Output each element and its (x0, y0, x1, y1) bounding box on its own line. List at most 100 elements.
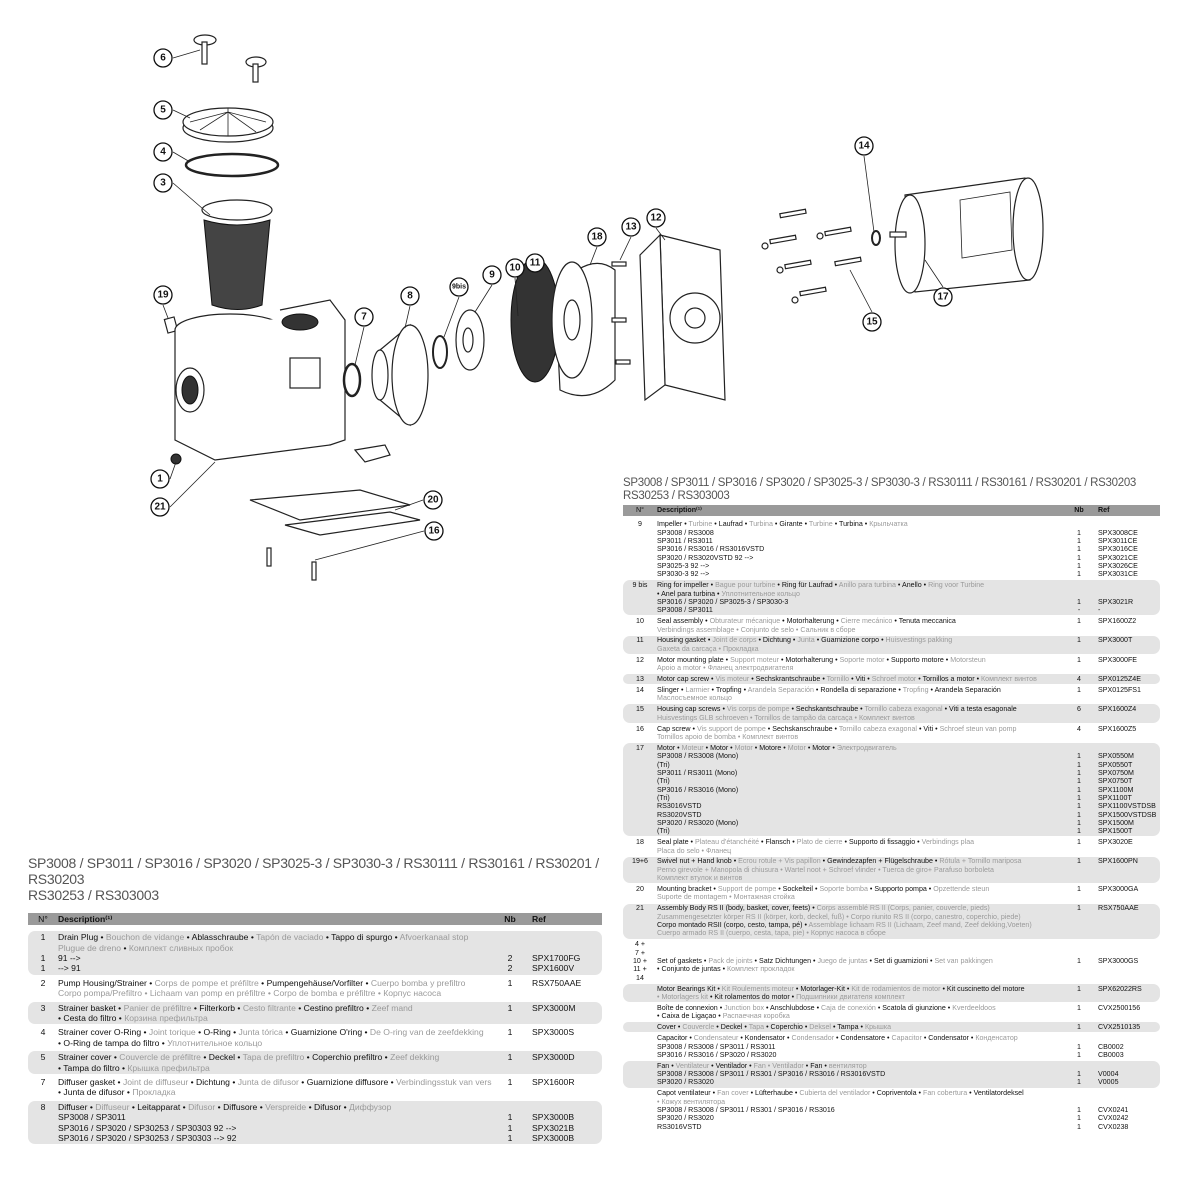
part-description: Motor mounting plate • Support moteur • … (657, 656, 1062, 664)
description-segment: Motor cap screw • (657, 675, 716, 684)
part-description: • Caixa de Ligaçao • Распаечная коробка (657, 1012, 1062, 1020)
description-segment: Cubierta del ventilador (799, 1089, 871, 1098)
strainer-basket-part (201, 199, 273, 310)
part-description: Huisvestings GLB schroeven • Tornillos d… (657, 714, 1062, 722)
part-number: 7 (40, 1076, 46, 1087)
part-description: SP3008 / RS3008 / SP3011 / RS301 / SP301… (657, 1070, 1062, 1078)
part-description: Cover • Couvercle • Deckel • Tapa • Cope… (657, 1023, 1062, 1031)
description-segment: • Anel para turbina • (657, 589, 722, 598)
quantity: 6 (1077, 705, 1081, 714)
reference-code: SPX62022RS (1098, 984, 1142, 993)
description-segment: Fan • Ventilador (753, 1061, 804, 1070)
description-segment: Huisvestings GLB schroeven • Tornillos d… (657, 713, 915, 722)
reference-code: SPX0125Z4E (1098, 675, 1141, 684)
reference-code: SPX3031CE (1098, 570, 1138, 579)
description-segment: Plateau d'étanchéité (694, 838, 760, 847)
impeller-ring-part (432, 335, 448, 369)
description-segment: Крышка префильтра (127, 1062, 210, 1073)
description-segment: --> 91 (58, 963, 81, 974)
hand-knob-part (193, 34, 267, 83)
svg-text:14: 14 (858, 141, 870, 152)
description-segment: Конденсатор (975, 1034, 1018, 1043)
description-segment: Cuerpo armado RS II (cuerpo, cesta, tapa… (657, 929, 886, 938)
description-segment: • Filterkorb • (191, 1002, 243, 1013)
quantity: 1 (1077, 1106, 1081, 1115)
table-header: N° Description⁽¹⁾ Nb Ref (623, 505, 1160, 517)
part-description: SP3016 / RS3016 / SP3020 / RS3020 (657, 1051, 1062, 1059)
part-description: Plugue de dreno • Комплект сливных пробо… (58, 943, 492, 953)
quantity: 1 (507, 1132, 513, 1143)
part-number: 18 (636, 838, 644, 847)
description-segment: (Tri) (657, 793, 670, 802)
table-row: Fan • Ventilateur • Ventilador • Fan • V… (623, 1061, 1160, 1088)
description-segment: Arandela Separación (747, 685, 814, 694)
part-number: 11 + (633, 965, 647, 974)
quantity: 1 (507, 1122, 513, 1133)
description-segment: Apoio a motor • Фланец электродвигателя (657, 664, 794, 673)
description-segment: Motor (787, 743, 806, 752)
exploded-parts-diagram: 6 5 4 3 19 1 21 7 8 9bis 9 10 11 18 13 1… (150, 34, 1044, 581)
description-segment: Strainer cover • (58, 1052, 120, 1063)
row-line: Capacitor • Condensateur • Kondensator •… (623, 1034, 1160, 1042)
reference-code: SPX3026CE (1098, 561, 1138, 570)
part-description: Маслосъемное кольцо (657, 694, 1062, 702)
description-segment: Placa do selo • Фланец (657, 846, 732, 855)
description-segment: Junction box (724, 1003, 765, 1012)
reference-code: SPX3011CE (1098, 536, 1138, 545)
description-segment: Boîte de connexion • (657, 1003, 725, 1012)
description-segment: Drain Plug • (58, 932, 106, 943)
description-segment: Gaxeta da carcaça • Прокладка (657, 644, 759, 653)
row-line: Маслосъемное кольцо (623, 694, 1160, 702)
quantity: 1 (1077, 818, 1081, 827)
description-segment: Комплект сливных пробок (128, 942, 234, 953)
row-line: Corpo montado RSII (corpo, cesto, tampa,… (623, 921, 1160, 929)
part-description: Swivel nut + Hand knob • Ecrou rotule + … (657, 857, 1062, 865)
description-segment: Ring voor Turbine (928, 581, 985, 590)
part-description: Strainer cover • Couvercle de préfiltre … (58, 1052, 492, 1062)
description-segment: • Motorlager-Kit • (793, 984, 852, 993)
reference-code: SPX3000T (1098, 636, 1133, 645)
description-segment: Fan cover (717, 1089, 749, 1098)
reference-code: SPX1500M (1098, 818, 1134, 827)
part-number: 10 + (632, 957, 647, 966)
description-segment: • Dichtung • (188, 1076, 238, 1087)
description-segment: • Ring für Laufrad • (775, 581, 839, 590)
description-segment: Zeef dekking (390, 1052, 440, 1063)
impeller-part (455, 309, 485, 371)
part-number: 19+6 (632, 857, 648, 866)
callout-4: 4 (153, 142, 173, 162)
description-segment: • Cestino prefiltro • (295, 1002, 372, 1013)
part-description: Corpo pompa/Prefiltro • Lichaam van pomp… (58, 988, 492, 998)
quantity: 1 (1077, 1114, 1081, 1123)
description-segment: • Caixa de Ligaçao • (657, 1012, 723, 1021)
reference-code: SPX3016CE (1098, 545, 1138, 554)
description-segment: Комплект винтов (981, 675, 1037, 684)
description-segment: Diffuser gasket • (58, 1076, 123, 1087)
description-segment: • O-Ring • (195, 1027, 239, 1038)
description-segment: • Tenuta meccanica (892, 617, 956, 626)
leader-lines (162, 49, 944, 561)
part-description: Set of gaskets • Pack de joints • Satz D… (657, 957, 1062, 965)
description-segment: • Pumpengehäuse/Vorfilter • (258, 977, 371, 988)
part-description: Motor cap screw • Vis moteur • Sechskran… (657, 675, 1062, 683)
description-segment: Joint de diffuseur (122, 1076, 189, 1087)
description-segment: • Diffusore • (215, 1101, 266, 1112)
table-row: 7 Diffuser gasket • Joint de diffuseur • … (28, 1076, 602, 1099)
table-row: 4 +7 +10 +Set of gaskets • Pack de joint… (623, 940, 1160, 983)
description-segment: Support moteur (730, 655, 779, 664)
